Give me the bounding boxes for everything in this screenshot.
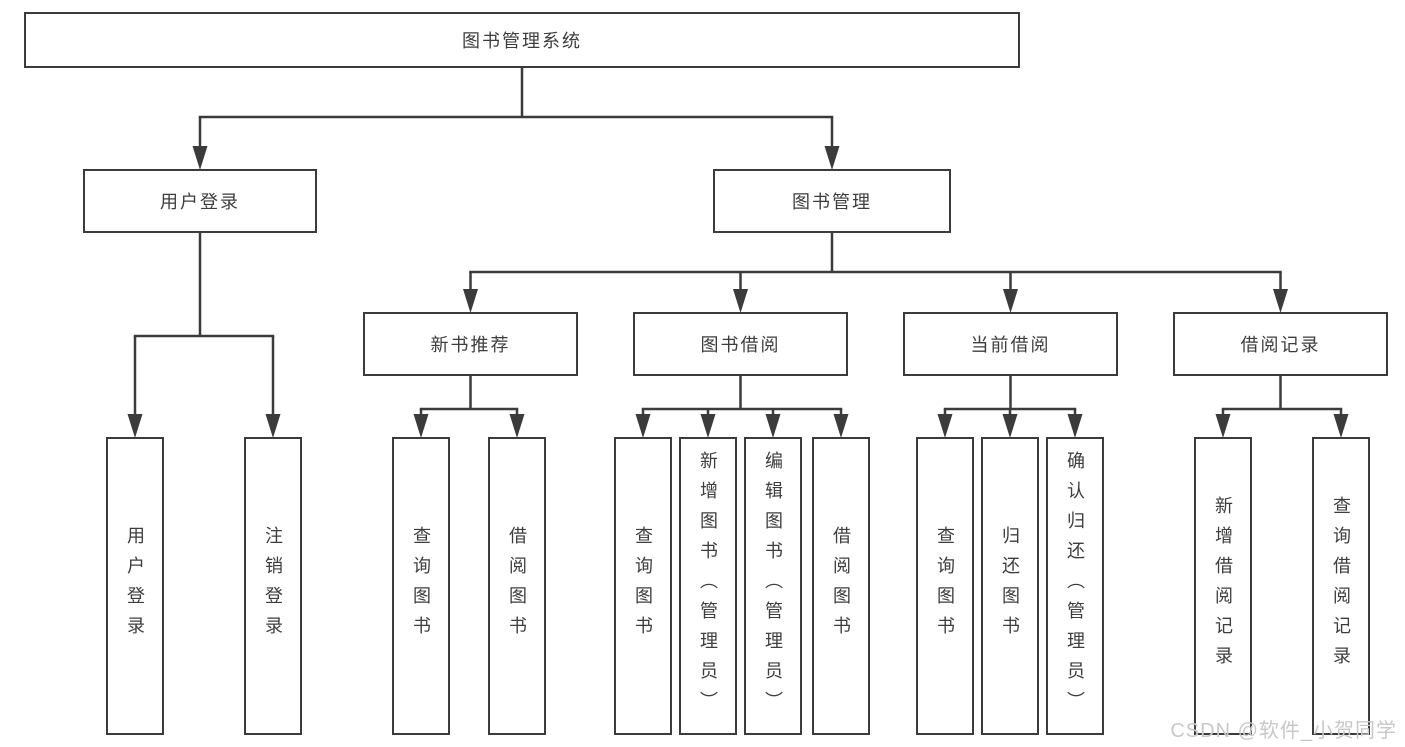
arrowhead-icon [1003, 289, 1018, 313]
diagram-node-borrow-record: 借阅记录 [1173, 312, 1388, 376]
arrowhead-icon [733, 289, 748, 313]
diagram-node-nb-query: 查询图书 [392, 437, 450, 735]
node-label-bb-edit: 编辑图书（管理员） [763, 451, 783, 721]
diagram-node-bb-borrow: 借阅图书 [812, 437, 870, 735]
diagram-node-br-query: 查询借阅记录 [1312, 437, 1370, 735]
arrowhead-icon [509, 414, 525, 438]
node-label-bb-borrow: 借阅图书 [831, 526, 851, 646]
diagram-node-leaf-login: 用户登录 [106, 437, 164, 735]
node-label-leaf-login: 用户登录 [125, 526, 145, 646]
watermark-text: CSDN @软件_小贺同学 [1170, 720, 1397, 742]
node-label-cb-return: 归还图书 [1000, 526, 1020, 646]
arrowhead-icon [1067, 414, 1083, 438]
node-label-leaf-logout: 注销登录 [263, 526, 283, 646]
diagram-node-cb-confirm: 确认归还（管理员） [1046, 437, 1104, 735]
diagram-node-nb-borrow: 借阅图书 [488, 437, 546, 735]
node-label-cb-query: 查询图书 [935, 526, 955, 646]
diagram-node-br-add: 新增借阅记录 [1194, 437, 1252, 735]
arrowhead-icon [824, 146, 840, 170]
node-label-br-add: 新增借阅记录 [1213, 496, 1233, 676]
node-label-book-borrow: 图书借阅 [700, 335, 781, 355]
diagram-node-root: 图书管理系统 [24, 12, 1020, 68]
node-label-br-query: 查询借阅记录 [1331, 496, 1351, 676]
arrowhead-icon [413, 414, 429, 438]
arrowhead-icon [265, 414, 281, 438]
node-label-nb-borrow: 借阅图书 [507, 526, 527, 646]
diagram-node-cb-query: 查询图书 [916, 437, 974, 735]
arrowhead-icon [765, 414, 781, 438]
diagram-node-bb-query: 查询图书 [614, 437, 672, 735]
diagram-node-cur-borrow: 当前借阅 [903, 312, 1118, 376]
arrowhead-icon [127, 414, 143, 438]
arrowhead-icon [1002, 414, 1018, 438]
diagram-node-book-mgmt: 图书管理 [713, 169, 951, 233]
arrowhead-icon [833, 414, 849, 438]
arrowhead-icon [1273, 289, 1288, 313]
arrowhead-icon [1333, 414, 1349, 438]
node-label-new-book: 新书推荐 [430, 335, 511, 355]
arrowhead-icon [635, 414, 651, 438]
node-label-cb-confirm: 确认归还（管理员） [1065, 451, 1085, 721]
diagram-node-user-login: 用户登录 [83, 169, 317, 233]
node-label-book-mgmt: 图书管理 [792, 192, 872, 212]
arrowhead-icon [463, 289, 478, 313]
node-label-root: 图书管理系统 [462, 31, 582, 51]
diagram-node-cb-return: 归还图书 [981, 437, 1039, 735]
diagram-node-new-book: 新书推荐 [363, 312, 578, 376]
diagram-node-bb-edit: 编辑图书（管理员） [744, 437, 802, 735]
node-label-bb-query: 查询图书 [633, 526, 653, 646]
diagram-node-leaf-logout: 注销登录 [244, 437, 302, 735]
arrowhead-icon [937, 414, 953, 438]
node-label-borrow-record: 借阅记录 [1240, 335, 1321, 355]
diagram-node-book-borrow: 图书借阅 [633, 312, 848, 376]
node-label-nb-query: 查询图书 [411, 526, 431, 646]
arrowhead-icon [192, 146, 208, 170]
arrowhead-icon [1215, 414, 1231, 438]
node-label-user-login: 用户登录 [160, 192, 240, 212]
node-label-cur-borrow: 当前借阅 [970, 335, 1051, 355]
diagram-node-bb-add: 新增图书（管理员） [679, 437, 737, 735]
node-label-bb-add: 新增图书（管理员） [698, 451, 718, 721]
arrowhead-icon [700, 414, 716, 438]
